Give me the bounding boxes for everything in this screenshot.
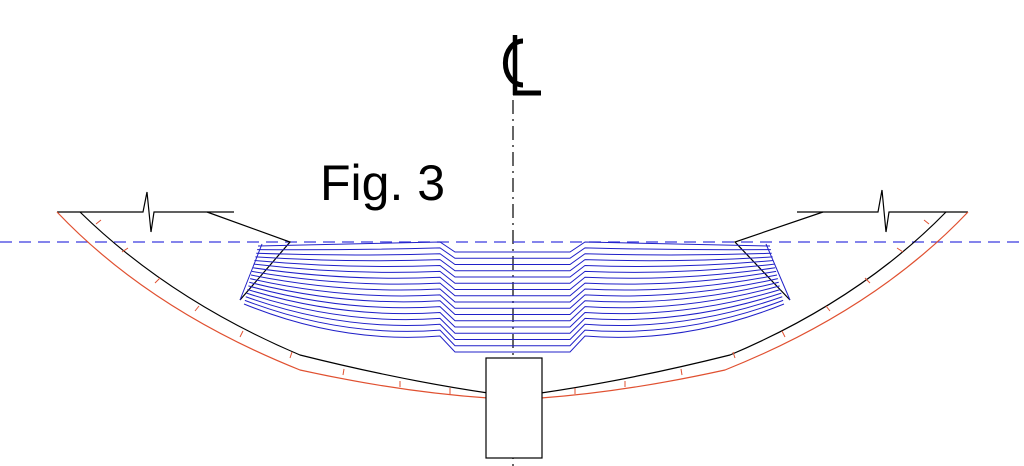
course-line	[257, 247, 771, 259]
subgrade-right	[540, 211, 969, 399]
course-boundary-left	[239, 243, 263, 301]
subgrade-left	[56, 211, 489, 399]
course-line	[247, 289, 781, 328]
centerline-symbol-icon	[502, 35, 541, 96]
course-line	[255, 256, 773, 272]
subgrade-ticks	[95, 219, 930, 394]
center-pier	[485, 357, 543, 459]
course-line	[254, 260, 774, 278]
course-line	[250, 274, 778, 303]
course-line	[253, 263, 775, 284]
course-line	[249, 281, 779, 315]
inner-slope-right	[733, 211, 824, 301]
outer-bowl	[79, 211, 489, 394]
course-line	[245, 296, 783, 340]
outer-bowl-right	[540, 211, 947, 394]
course-line	[246, 292, 782, 334]
course-line	[243, 303, 785, 353]
course-line	[256, 252, 772, 265]
courses	[239, 241, 791, 353]
ground-line-left	[57, 191, 234, 233]
ground-line-right	[797, 189, 968, 233]
course-line	[248, 285, 780, 322]
course-line	[244, 299, 784, 347]
course-line	[257, 241, 771, 253]
course-line	[252, 267, 776, 290]
course-line	[250, 278, 778, 309]
inner-slope-left	[206, 211, 292, 301]
figure-caption: Fig. 3	[320, 155, 446, 211]
course-line	[251, 270, 777, 297]
course-boundary-right	[765, 243, 791, 301]
